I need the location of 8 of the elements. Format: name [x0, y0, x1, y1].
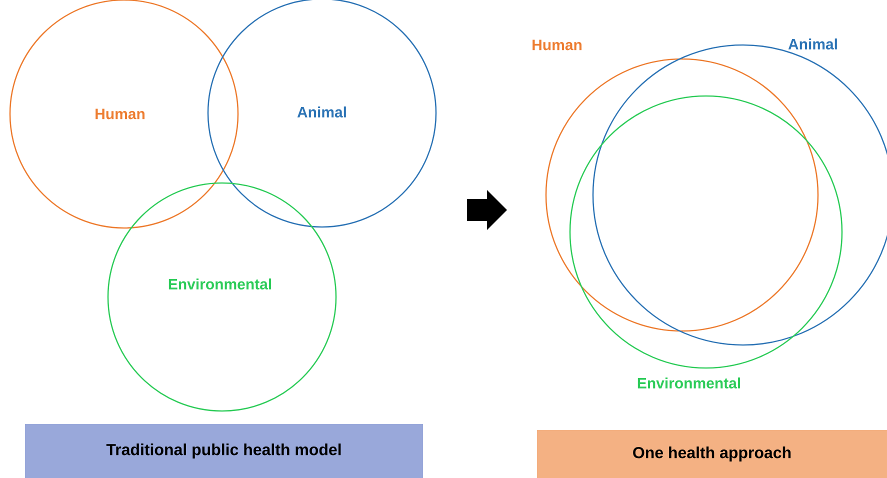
- title-banner: Traditional public health model: [25, 424, 423, 478]
- circle-label: Human: [532, 40, 582, 50]
- circle-label: Environmental: [168, 278, 272, 290]
- circle-label: Environmental: [638, 377, 740, 388]
- circle-label: Human: [96, 108, 144, 120]
- circle-label: Animal: [788, 38, 837, 50]
- circle-label: Animal: [297, 106, 346, 118]
- title-banner: One health approach: [537, 430, 887, 478]
